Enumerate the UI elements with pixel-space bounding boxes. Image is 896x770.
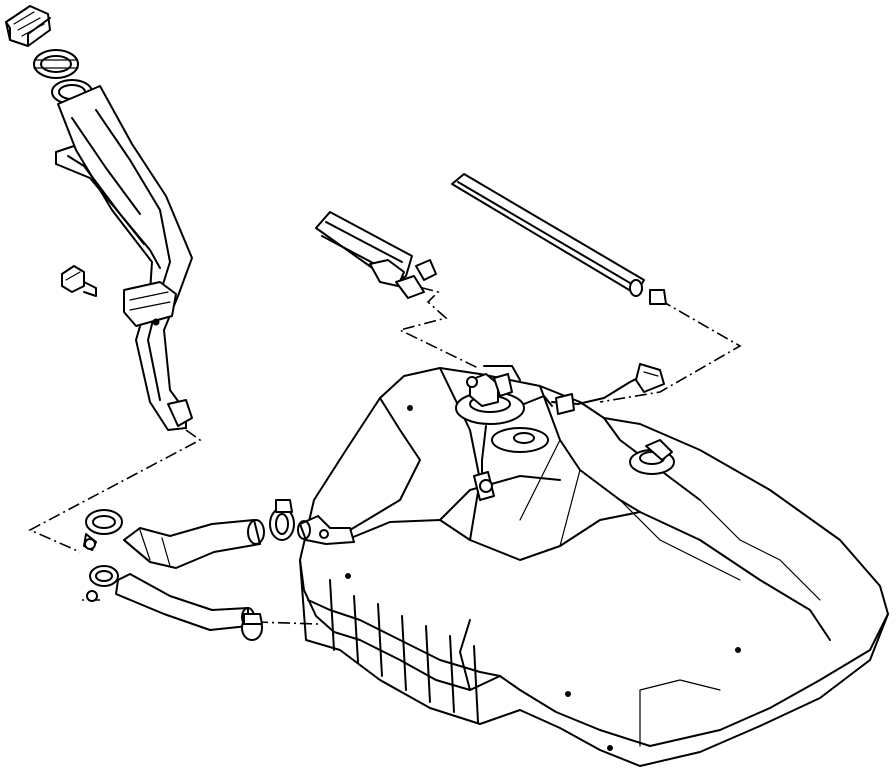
fuel-pump-gasket <box>491 427 549 453</box>
fuel-filler-cap <box>5 5 51 47</box>
pump-wiring-harness <box>551 363 665 415</box>
hose-clamp-upper-left <box>83 509 123 551</box>
filler-neck-gasket <box>33 49 79 79</box>
fuel-feed-pipes <box>315 211 437 299</box>
hose-clamp-mid <box>269 499 295 541</box>
hose-clamp-lower-right <box>241 613 263 641</box>
vapor-return-pipe <box>451 173 667 305</box>
fuel-filler-pipe <box>55 85 193 431</box>
fuel-tank <box>299 367 889 767</box>
bracket-bolt <box>61 265 97 297</box>
fuel-pump-assembly <box>455 365 553 425</box>
filler-hose-upper <box>123 519 265 569</box>
breather-hose <box>115 573 255 631</box>
fuel-level-sensor <box>473 425 495 501</box>
tank-outlet-fitting <box>629 439 675 475</box>
hose-clamp-lower-left <box>86 565 119 602</box>
tank-filler-inlet <box>297 515 355 545</box>
